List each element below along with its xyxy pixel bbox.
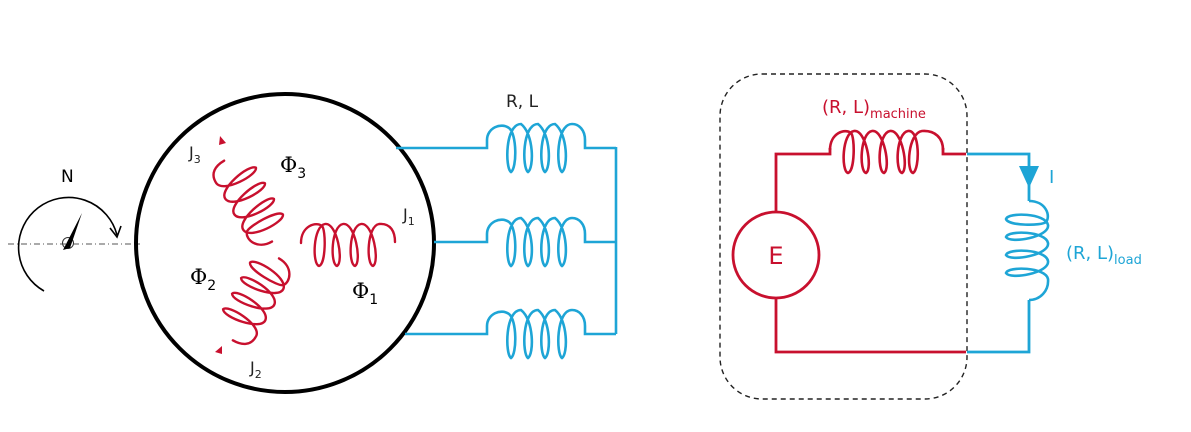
winding-2-coil [221, 257, 291, 346]
rotation-arrowhead-icon [109, 225, 122, 239]
rotation-arrow-icon [17, 196, 118, 292]
stator-circle [134, 92, 436, 394]
emf-source-label: E [768, 242, 783, 270]
load-inductor-coil [1004, 199, 1050, 302]
winding-1-flux-label: Φ1 [352, 279, 378, 308]
winding-3-flux-label: Φ3 [280, 153, 306, 182]
phase-3-line-inductor [405, 308, 616, 360]
shaft-rotation-group: N [8, 167, 140, 292]
current-label: I [1049, 167, 1054, 188]
shaft-needle-icon [63, 213, 82, 250]
machine-impedance-label: (R, L)machine [822, 97, 926, 122]
phase-1-line-inductor [396, 122, 616, 174]
winding-3-coil [212, 159, 285, 246]
load-impedance-label: (R, L)load [1066, 243, 1142, 268]
phase-2-line-inductor [434, 216, 616, 268]
line-impedance-label: R, L [506, 92, 539, 112]
current-arrow-icon [1019, 166, 1039, 188]
speed-label: N [61, 167, 74, 187]
winding-1-coil [299, 222, 397, 268]
winding-2-flux-label: Φ2 [190, 265, 216, 294]
winding-3-arrowhead-icon [219, 136, 226, 145]
machine-boundary [719, 73, 968, 400]
winding-1-current-label: J1 [402, 205, 415, 228]
winding-2-arrowhead-icon [215, 346, 222, 354]
emf-source-circle [731, 210, 821, 300]
load-circuit [967, 152, 1031, 354]
winding-3-current-label: J3 [188, 143, 201, 166]
winding-2-current-label: J2 [249, 358, 262, 381]
machine-inductor-coil [828, 129, 945, 175]
phase-lines-group [396, 122, 616, 360]
